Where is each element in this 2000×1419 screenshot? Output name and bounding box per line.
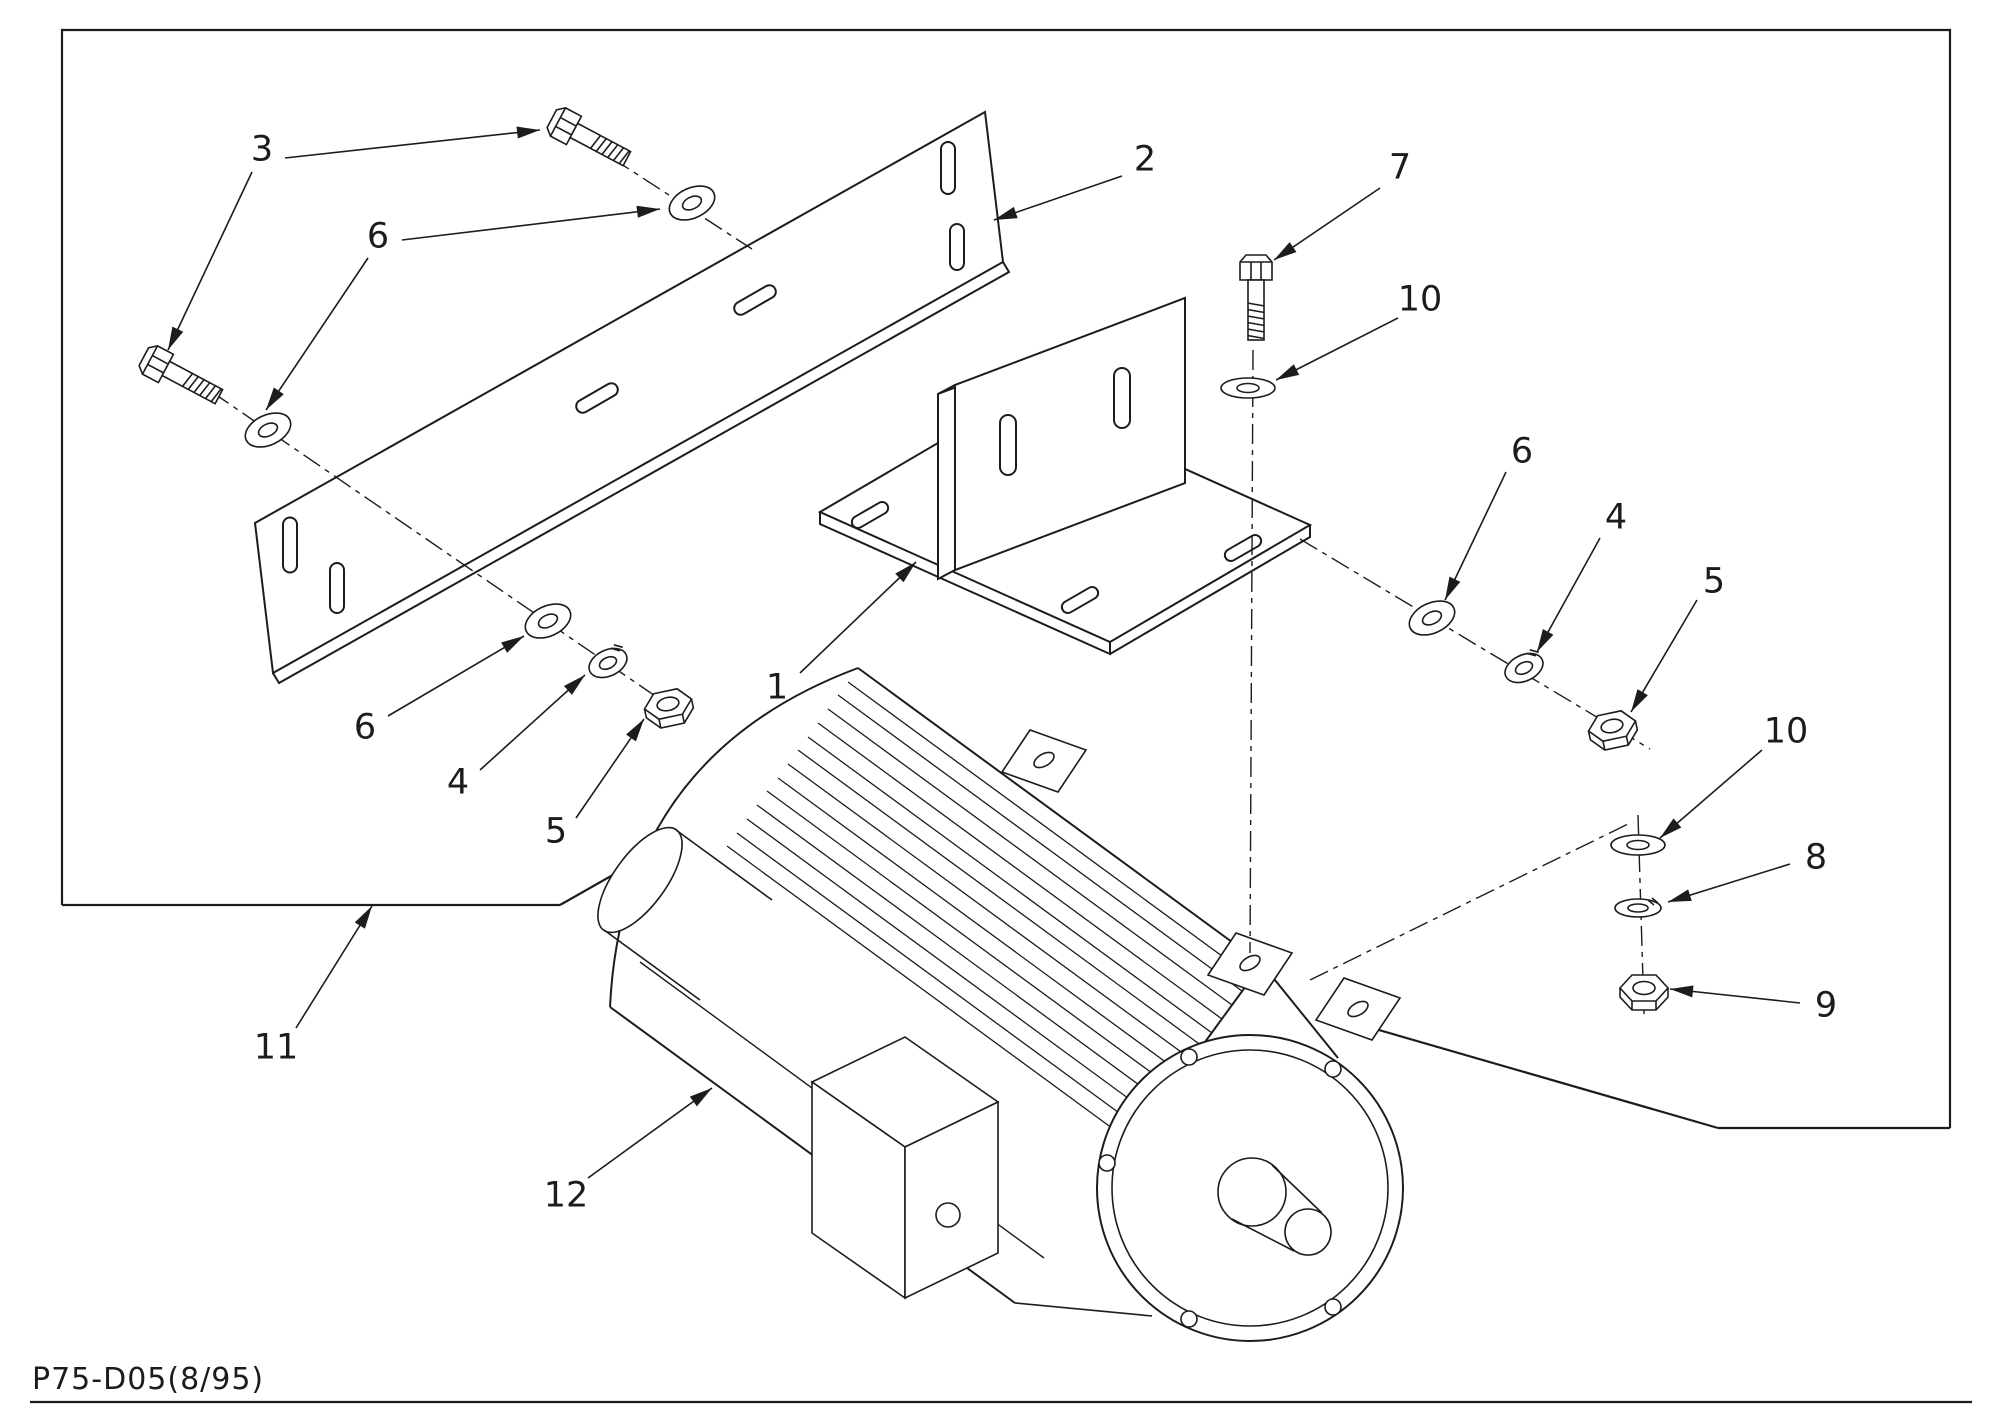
leader-4-left <box>479 674 586 771</box>
lock-washer-4b <box>1499 646 1549 690</box>
leader-6-top <box>401 205 661 241</box>
plate-edge-thickness <box>272 261 1011 685</box>
callout-1: 1 <box>765 667 789 708</box>
conduit-knockout-hole <box>935 1202 961 1228</box>
bracket-flange-slot <box>999 414 1017 476</box>
callout-4-left: 4 <box>446 762 470 803</box>
flat-washer-6d <box>1403 593 1461 643</box>
plate-slot <box>733 284 777 316</box>
callout-10-right: 10 <box>1763 711 1809 752</box>
callout-8: 8 <box>1804 837 1828 878</box>
leader-6-mid <box>265 257 369 411</box>
bracket-base-slot <box>1060 586 1100 614</box>
flat-washer-10b <box>1610 834 1666 856</box>
leader-6-left <box>387 635 525 717</box>
callout-6-right: 6 <box>1510 431 1534 472</box>
leader-lines <box>167 126 1801 1179</box>
centerline-motor-stud-jog <box>1309 823 1629 981</box>
flange-bolt-hole <box>1324 1060 1342 1078</box>
flange-bolt-hole <box>1180 1310 1198 1328</box>
leader-5-right <box>1630 599 1698 713</box>
doc-code: P75-D05(8/95) <box>32 1362 265 1397</box>
lock-washer-4a <box>583 641 633 685</box>
motor-rear-cap <box>609 667 859 1008</box>
motor-body-taper <box>1014 1302 1153 1317</box>
flat-washer-6a <box>663 178 721 228</box>
callout-6-top: 6 <box>366 216 390 257</box>
hex-bolt-7 <box>1239 254 1273 341</box>
leader-4-right <box>1536 537 1601 653</box>
flange-bolt-hole <box>1180 1048 1198 1066</box>
motor-feet <box>1000 729 1402 1041</box>
callout-3-top: 3 <box>250 129 274 170</box>
plate-face <box>253 110 1005 675</box>
callout-5-left: 5 <box>544 811 568 852</box>
leader-10-right <box>1659 749 1763 839</box>
leader-2 <box>993 175 1123 221</box>
callout-6-left: 6 <box>353 707 377 748</box>
hex-bolt-3a <box>543 103 636 174</box>
hex-nut-9 <box>1619 974 1669 1011</box>
leader-3-bottom <box>167 171 253 351</box>
plate-slot <box>949 223 965 271</box>
centerline-bracket-bolt <box>1249 349 1254 954</box>
mount-boundary-outline <box>30 28 1972 1404</box>
leader-5-left <box>575 718 645 819</box>
callout-4-right: 4 <box>1604 497 1628 538</box>
leader-1 <box>799 561 917 674</box>
motor-conduit-box <box>810 1036 1000 1300</box>
leader-7 <box>1273 187 1381 261</box>
motor-shaft <box>1217 1157 1332 1256</box>
callout-7: 7 <box>1388 147 1412 188</box>
bracket-flange-slot <box>1113 367 1131 429</box>
flat-washer-6b <box>239 405 297 455</box>
plate-slot <box>940 141 956 195</box>
plate-slot <box>329 562 345 614</box>
flange-bolt-hole <box>1324 1298 1342 1316</box>
leader-3-top <box>284 126 541 159</box>
callout-12: 12 <box>543 1175 589 1216</box>
motor <box>597 667 1404 1342</box>
bracket-base-thickness <box>819 512 1111 656</box>
bracket-base-slot <box>850 501 890 529</box>
leader-6-right <box>1444 471 1507 601</box>
centerline-right-hardware <box>1299 538 1651 750</box>
boundary-diagonal-right <box>1364 1024 1719 1130</box>
bracket-flange <box>954 296 1186 572</box>
angle-bracket <box>817 296 1313 656</box>
motor-rear-shaft <box>597 826 773 1001</box>
callout-5-right: 5 <box>1702 561 1726 602</box>
mounting-plate <box>253 110 1011 685</box>
leader-11 <box>295 905 373 1029</box>
plate-slot <box>282 516 298 574</box>
flat-washer-10a <box>1220 377 1276 399</box>
boundary-frame <box>60 28 1952 1128</box>
bracket-base-thickness-right <box>1109 525 1311 655</box>
lock-washer-8 <box>1614 897 1662 918</box>
leader-8 <box>1667 863 1791 903</box>
callout-9: 9 <box>1814 985 1838 1026</box>
hex-bolt-3b <box>135 341 228 412</box>
motor-cooling-fins <box>726 667 1263 1143</box>
leader-9 <box>1669 985 1801 1004</box>
flange-bolt-hole <box>1098 1154 1116 1172</box>
leader-12 <box>587 1087 713 1179</box>
callout-11: 11 <box>253 1027 299 1068</box>
bracket-flange-thickness <box>937 384 956 581</box>
callout-2: 2 <box>1133 139 1157 180</box>
leader-10-top <box>1275 317 1399 381</box>
flat-washer-6c <box>519 596 577 646</box>
callout-10-top: 10 <box>1397 279 1443 320</box>
plate-slot <box>575 382 619 414</box>
